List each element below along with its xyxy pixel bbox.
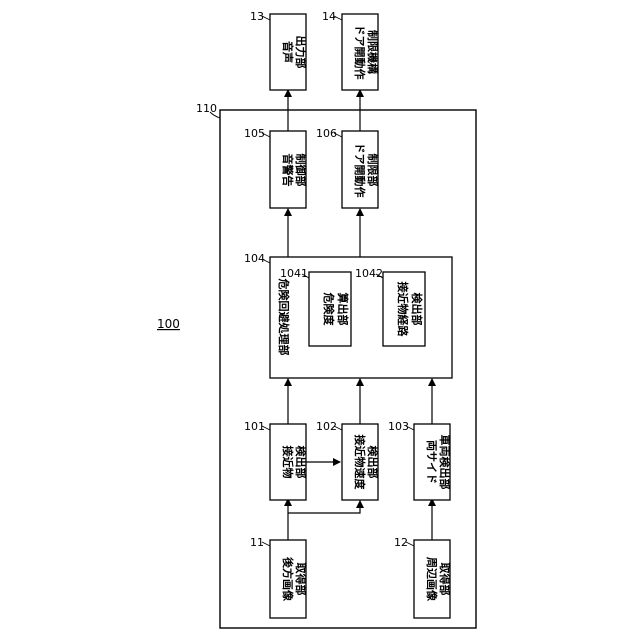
block-105-line1: 音警告 <box>281 154 295 187</box>
block-audio-output: 音声 出力部 <box>270 14 308 90</box>
block-106-line2: 制限部 <box>366 154 380 187</box>
ref-1041: 1041 <box>280 267 308 280</box>
block-both-side-vehicle-detection: 両サイド 車両検出部 <box>414 424 452 500</box>
ref-14: 14 <box>322 10 336 23</box>
block-approaching-object-detection: 接近物 検出部 <box>270 424 308 500</box>
ref-11: 11 <box>250 536 264 549</box>
block-101-line1: 接近物 <box>281 446 295 479</box>
block-1041-line1: 危険度 <box>322 292 336 327</box>
block-rear-image-acquisition: 後方画像 取得部 <box>270 540 308 618</box>
ref-106: 106 <box>316 127 337 140</box>
block-12-line2: 取得部 <box>438 563 452 596</box>
block-sound-warning-control: 音警告 制御部 <box>270 131 308 208</box>
block-door-open-restriction-mechanism: ドア開動作 制限機構 <box>342 14 380 90</box>
block-approaching-speed-detection: 接近物速度 検出部 <box>342 424 380 500</box>
block-approaching-path-detection: 接近物経路 検出部 <box>383 272 425 346</box>
ref-1042: 1042 <box>355 267 383 280</box>
block-104-line1: 危険回避処理部 <box>277 278 291 356</box>
block-105-line2: 制御部 <box>294 154 308 187</box>
ref-12: 12 <box>394 536 408 549</box>
ref-101: 101 <box>244 420 265 433</box>
block-13-line2: 出力部 <box>294 36 308 69</box>
arrow-11-to-102 <box>288 501 360 513</box>
block-102-line2: 検出部 <box>366 446 380 479</box>
ref-13: 13 <box>250 10 264 23</box>
block-103-line2: 車両検出部 <box>438 435 452 490</box>
block-101-line2: 検出部 <box>294 446 308 479</box>
ref-103: 103 <box>388 420 409 433</box>
block-12-line1: 周辺画像 <box>425 557 439 602</box>
system-ref-100: 100 <box>157 317 180 331</box>
block-1041-line2: 算出部 <box>336 292 350 326</box>
block-14-line1: ドア開動作 <box>353 25 367 80</box>
block-1042-line1: 接近物経路 <box>396 282 410 338</box>
block-danger-level-calculation: 危険度 算出部 <box>309 272 351 346</box>
block-106-line1: ドア開動作 <box>353 143 367 198</box>
block-surrounding-image-acquisition: 周辺画像 取得部 <box>414 540 452 618</box>
frame-ref-110: 110 <box>196 102 217 115</box>
block-11-line2: 取得部 <box>294 563 308 596</box>
block-14-line2: 制限機構 <box>366 30 380 74</box>
block-102-line1: 接近物速度 <box>353 435 367 491</box>
ref-104: 104 <box>244 252 265 265</box>
block-1042-line2: 検出部 <box>410 293 424 326</box>
block-13-line1: 音声 <box>281 41 295 63</box>
ref-102: 102 <box>316 420 337 433</box>
ref-105: 105 <box>244 127 265 140</box>
block-103-line1: 両サイド <box>425 440 438 484</box>
block-11-line1: 後方画像 <box>281 557 295 602</box>
block-door-open-restriction: ドア開動作 制限部 <box>342 131 380 208</box>
